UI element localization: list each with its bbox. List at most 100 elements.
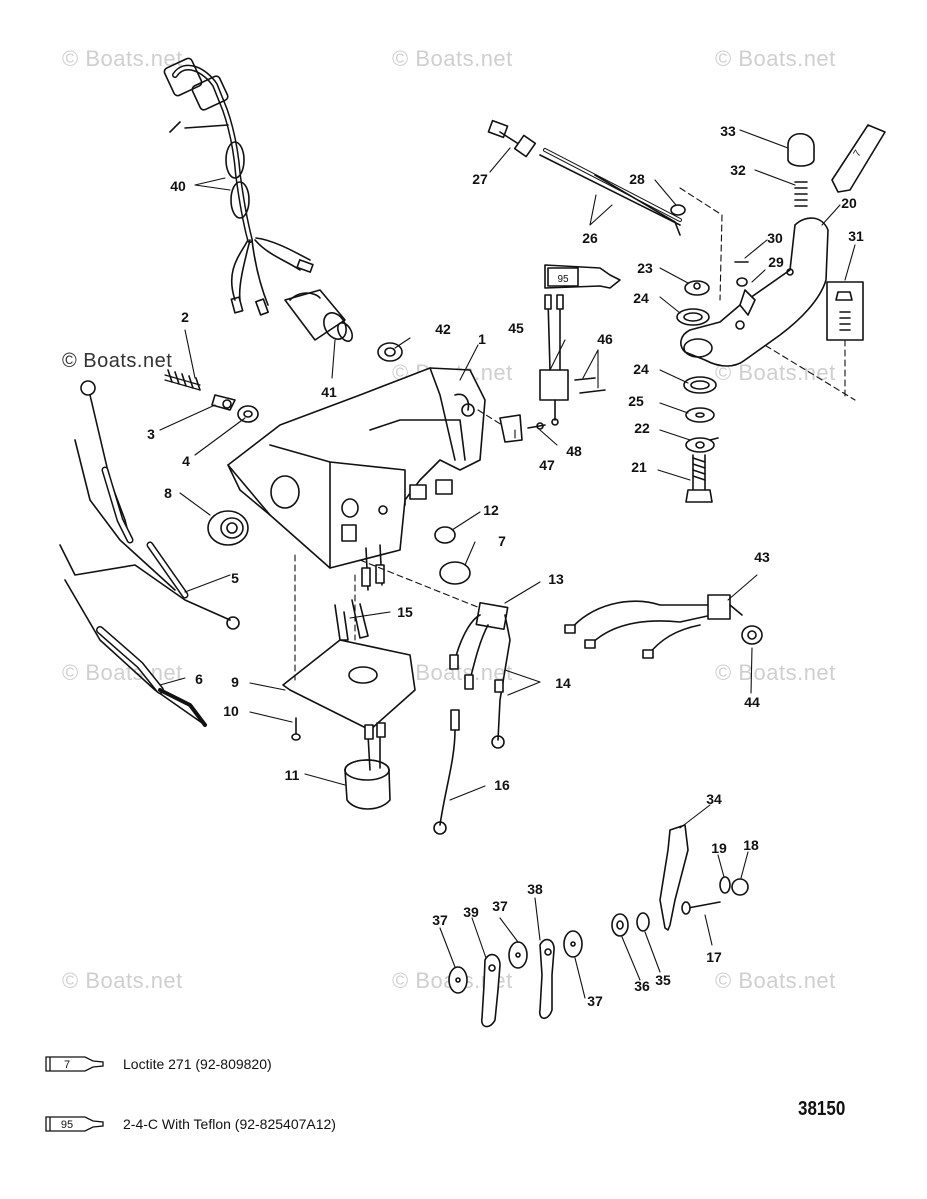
detent-assembly-31 [826,281,864,341]
callout-19: 19 [711,840,727,856]
cover-plate-9 [282,639,416,731]
callout-28: 28 [629,171,645,187]
legend-row-teflon: 95 2-4-C With Teflon (92-825407A12) [45,1113,336,1135]
watermark: © Boats.net [62,968,183,993]
loctite-tube-7: 7 [831,124,886,193]
screw-10 [291,717,301,741]
legend-code-95: 95 [61,1119,73,1131]
lead-16 [433,709,460,835]
spring-2 [164,369,201,391]
tube-7-label: 7 [852,148,865,159]
link-rod-26 [539,148,682,236]
callout-9: 9 [231,674,239,690]
callout-32: 32 [730,162,746,178]
watermark: © Boats.net [715,660,836,685]
lever-38 [538,938,555,1020]
callout-31: 31 [848,228,864,244]
callout-11: 11 [284,767,300,783]
washer-37a [448,966,468,994]
callout-14: 14 [555,675,571,691]
washer-37c [563,930,583,958]
stop-switch-43 [564,594,743,659]
shift-lever-20 [680,217,829,367]
callout-20: 20 [841,195,857,211]
callout-37b: 37 [492,898,508,914]
callout-33: 33 [720,123,736,139]
bolt-21 [685,454,713,503]
nut-4 [237,405,259,423]
detent-29 [736,277,748,287]
callout-38: 38 [527,881,543,897]
washer-36 [611,913,629,937]
callout-3: 3 [147,426,155,442]
knob-33 [787,132,815,167]
control-box-housing-1 [227,367,486,591]
callout-27: 27 [472,171,488,187]
buzzer-11 [344,722,391,810]
bolt-17 [681,901,721,915]
callout-21: 21 [631,459,647,475]
screw-48 [527,422,546,430]
watermark: © Boats.net [715,968,836,993]
callout-35: 35 [655,972,671,988]
legend-text-teflon: 2-4-C With Teflon (92-825407A12) [123,1116,336,1132]
neutral-switch-45 [539,294,569,426]
plug-7 [439,561,471,585]
washer-37b [508,941,528,969]
callout-29: 29 [768,254,784,270]
nut-44 [741,625,763,645]
washer-22 [685,437,719,453]
callout-10: 10 [223,703,239,719]
legend-text-loctite: Loctite 271 (92-809820) [123,1056,272,1072]
bracket-47 [499,414,523,443]
callout-46: 46 [597,331,613,347]
spring-32 [794,181,808,207]
callout-25: 25 [628,393,644,409]
washer-19 [719,876,731,894]
tube-icon: 95 [45,1116,104,1132]
callout-34: 34 [706,791,722,807]
watermark: © Boats.net [715,46,836,71]
callout-18: 18 [743,837,759,853]
lever-39 [480,953,501,1028]
switch-13 [449,601,511,749]
callout-37c: 37 [587,993,603,1009]
callout-30: 30 [767,230,783,246]
washer-24-upper [676,308,710,326]
watermark: © Boats.net [62,46,183,71]
washer-25 [685,407,715,423]
callout-24-lower: 24 [633,361,649,377]
lead-wire-5 [59,380,240,630]
leader-lines [159,129,856,999]
callout-39: 39 [463,904,479,920]
nut-28 [670,204,686,216]
callout-7: 7 [498,533,506,549]
washer-3 [211,394,236,411]
callout-45: 45 [508,320,524,336]
clip-15 [334,599,369,641]
tube-95-label: 95 [557,274,569,285]
callout-5: 5 [231,570,239,586]
callout-36: 36 [634,978,650,994]
figure-number: 38150 [798,1098,846,1120]
watermark: © Boats.net [62,660,183,685]
callout-23: 23 [637,260,653,276]
callout-4: 4 [182,453,190,469]
washer-24-lower [683,376,717,394]
callout-47: 47 [539,457,555,473]
callout-43: 43 [754,549,770,565]
bushing-23 [684,280,710,296]
callout-6: 6 [195,671,203,687]
tube-icon: 7 [45,1056,104,1072]
callout-24-upper: 24 [633,290,649,306]
callout-16: 16 [494,777,510,793]
spacer-35 [636,912,650,932]
callout-48: 48 [566,443,582,459]
connector-41 [284,289,354,342]
callout-15: 15 [397,604,413,620]
screws-46 [574,377,606,394]
callout-44: 44 [744,694,760,710]
callout-8: 8 [164,485,172,501]
